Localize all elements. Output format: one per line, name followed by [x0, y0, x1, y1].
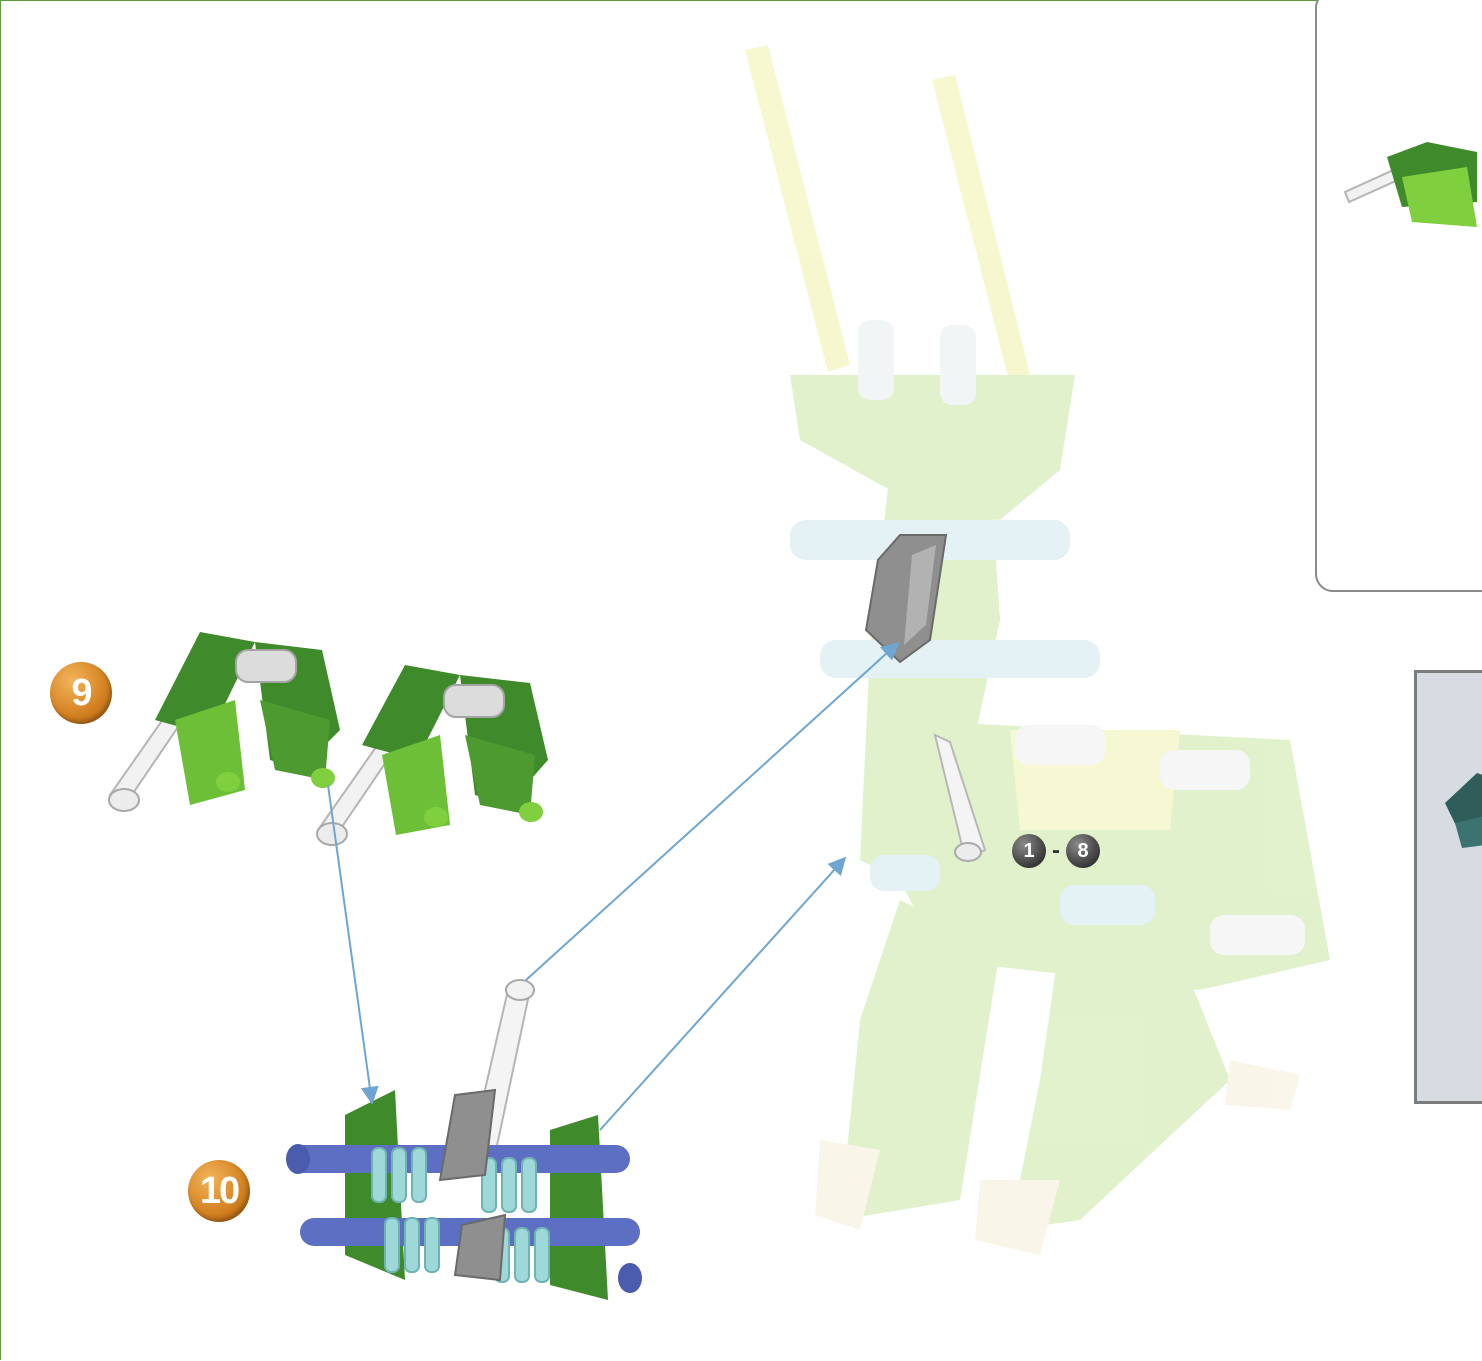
step-9-badge: 9 — [50, 662, 112, 724]
neck-gray-connector — [864, 534, 948, 664]
inset-reference-panel — [1315, 0, 1482, 592]
gray-panel-thumbnail — [1445, 773, 1482, 848]
assembly-arrow — [599, 856, 847, 1131]
ghost-model — [745, 45, 1330, 1255]
assembly-arrows — [327, 641, 900, 1131]
assembly-arrow — [525, 641, 900, 981]
step-9-subassembly-left — [108, 632, 340, 812]
range-separator: - — [1052, 837, 1060, 864]
inset-model-thumbnail — [1343, 142, 1477, 227]
range-start-bubble: 1 — [1012, 834, 1046, 868]
step-10-badge: 10 — [188, 1160, 250, 1222]
body-white-rod — [933, 733, 987, 862]
assembly-arrow — [327, 784, 379, 1105]
step-9-subassembly-right — [316, 665, 548, 846]
previous-steps-range: 1 - 8 — [1012, 834, 1100, 868]
gray-reference-panel — [1414, 670, 1482, 1104]
range-end-bubble: 8 — [1066, 834, 1100, 868]
step-10-subassembly — [286, 979, 642, 1300]
